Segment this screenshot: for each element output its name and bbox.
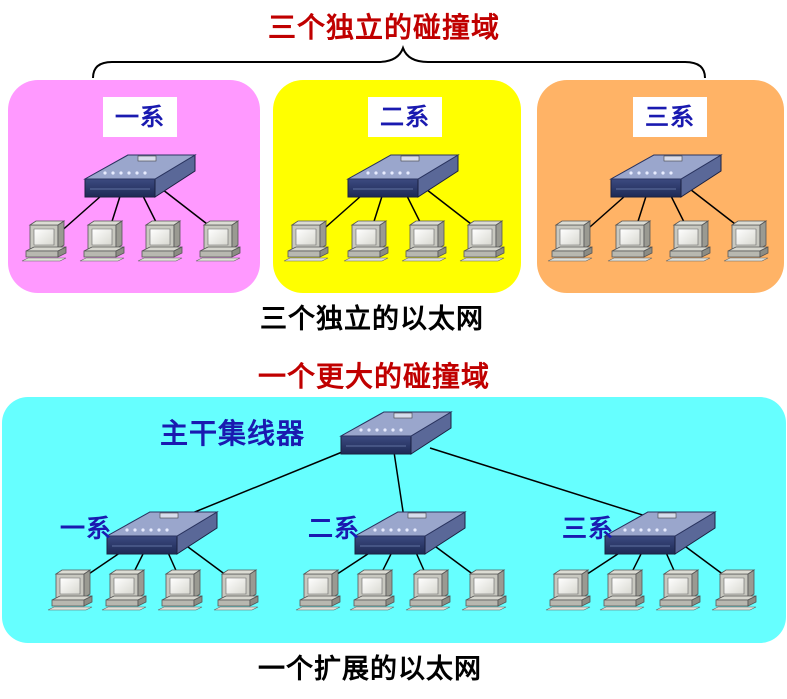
top-title: 三个独立的碰撞域 xyxy=(268,11,501,44)
computer-icon xyxy=(283,220,329,262)
computer-icon xyxy=(461,569,507,611)
backbone-links xyxy=(179,447,653,519)
computer-icon xyxy=(21,220,67,262)
bottom-group-3-network xyxy=(545,511,757,611)
computer-icon xyxy=(295,569,341,611)
computer-icon xyxy=(599,569,645,611)
computer-icon xyxy=(545,569,591,611)
computer-icon xyxy=(137,220,183,262)
computer-icon xyxy=(655,569,701,611)
computer-icon xyxy=(195,220,241,262)
computer-icon xyxy=(343,220,389,262)
computer-icon xyxy=(47,569,93,611)
computer-icon xyxy=(101,569,147,611)
bottom-group-2-network xyxy=(295,511,507,611)
group-3-label: 三系 xyxy=(633,97,707,137)
group-1-label: 一系 xyxy=(103,97,177,137)
hub-icon xyxy=(354,511,466,555)
hub-icon xyxy=(84,154,196,198)
top-group-2-network xyxy=(283,154,505,262)
computer-icon xyxy=(401,220,447,262)
computer-icon xyxy=(665,220,711,262)
bottom-caption: 一个扩展的以太网 xyxy=(258,654,482,685)
bottom-group-1-network xyxy=(47,511,259,611)
computer-icon xyxy=(459,220,505,262)
computer-icon xyxy=(711,569,757,611)
backbone-hub-label: 主干集线器 xyxy=(160,417,306,450)
hub-icon xyxy=(347,154,459,198)
computer-icon xyxy=(547,220,593,262)
backbone-hub-icon xyxy=(340,411,452,455)
top-group-3-network xyxy=(547,154,769,262)
computer-icon xyxy=(157,569,203,611)
computer-icon xyxy=(723,220,769,262)
computer-icon xyxy=(213,569,259,611)
computer-icon xyxy=(405,569,451,611)
hub-icon xyxy=(106,511,218,555)
computer-icon xyxy=(607,220,653,262)
computer-icon xyxy=(79,220,125,262)
bottom-title: 一个更大的碰撞域 xyxy=(258,360,491,393)
top-group-1-network xyxy=(21,154,241,262)
group-bracket xyxy=(92,45,706,79)
hub-icon xyxy=(604,511,716,555)
bottom-group-1-label: 一系 xyxy=(60,514,113,543)
group-2-label: 二系 xyxy=(368,97,442,137)
top-caption: 三个独立的以太网 xyxy=(260,304,484,335)
bottom-group-2-label: 二系 xyxy=(308,514,361,543)
bottom-group-3-label: 三系 xyxy=(562,514,615,543)
hub-icon xyxy=(610,154,722,198)
computer-icon xyxy=(349,569,395,611)
